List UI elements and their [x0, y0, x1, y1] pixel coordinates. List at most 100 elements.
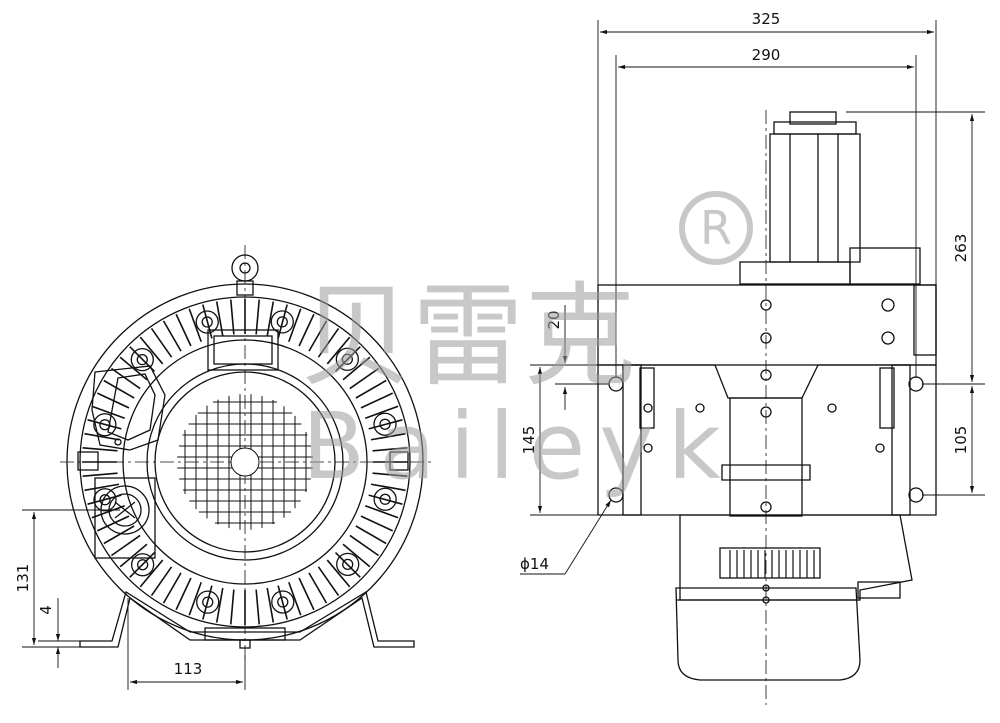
dim-113: 113	[174, 660, 203, 678]
motor-grille	[177, 394, 313, 530]
bolt-boss	[130, 348, 154, 372]
cooling-fin	[372, 446, 408, 452]
cooling-fin	[215, 587, 224, 623]
bolt-boss	[335, 347, 359, 371]
cooling-fin	[229, 589, 235, 625]
bolt-hole	[201, 316, 213, 328]
housing-bolts	[93, 310, 397, 614]
mounting-feet	[79, 590, 415, 649]
watermark: 贝雷克 Baileyk R	[300, 191, 753, 500]
dim-145: 145	[520, 426, 538, 455]
cooling-fin	[288, 582, 302, 616]
front-view	[60, 245, 435, 660]
shaft-hub	[230, 447, 260, 477]
bolt-hole	[99, 494, 111, 506]
cooling-fin	[103, 525, 135, 545]
cooling-fin	[349, 534, 379, 557]
bolt-boss	[373, 487, 397, 511]
cooling-fin	[308, 572, 328, 604]
cooling-fin	[103, 379, 135, 399]
cooling-fin	[139, 559, 164, 588]
cooling-fin	[96, 392, 130, 409]
cooling-fin	[255, 589, 261, 625]
cooling-fin	[175, 577, 192, 611]
cooling-fin	[82, 472, 118, 478]
lower-housing	[679, 514, 913, 601]
cooling-fin	[162, 320, 182, 352]
bolt-hole	[342, 558, 354, 570]
bolt-boss	[196, 590, 220, 614]
bolt-boss	[270, 310, 294, 334]
bolt-hole	[276, 316, 288, 328]
mounting-holes	[608, 298, 924, 604]
center-column	[721, 397, 811, 517]
side-dimensions	[520, 20, 985, 575]
cooling-fin	[229, 299, 235, 335]
bolt-hole	[341, 353, 353, 365]
dim-hole-diameter: ϕ14	[520, 555, 549, 573]
cooling-fin	[355, 379, 387, 399]
cooling-fin	[342, 543, 371, 568]
cooling-fin	[370, 432, 406, 441]
cooling-fin	[298, 577, 315, 611]
cooling-fin	[342, 356, 371, 381]
front-dimensions	[22, 509, 246, 690]
cooling-fin	[84, 432, 120, 441]
bolt-boss	[373, 412, 397, 436]
cooling-fin	[188, 308, 202, 342]
dim-4: 4	[37, 605, 55, 615]
registered-letter: R	[700, 201, 732, 255]
bolt-hole	[202, 596, 214, 608]
bolt-boss	[271, 590, 295, 614]
cooling-fin	[349, 367, 379, 390]
cooling-fin	[365, 405, 399, 419]
cooling-fin	[162, 572, 182, 604]
cooling-fin	[326, 336, 351, 365]
bolt-boss	[336, 552, 360, 576]
registered-icon	[679, 191, 753, 265]
bolt-boss	[195, 310, 219, 334]
watermark-cn: 贝雷克	[300, 272, 636, 402]
dim-263: 263	[952, 234, 970, 263]
bolt-boss	[93, 413, 117, 437]
end-cap	[675, 587, 861, 681]
motor-body	[739, 111, 921, 285]
cooling-fin	[91, 505, 125, 519]
cooling-fin	[370, 483, 406, 492]
cooling-fin	[255, 299, 261, 335]
cooling-fin	[111, 367, 141, 390]
top-plate	[597, 284, 937, 366]
bolt-hole	[379, 493, 391, 505]
dim-325: 325	[752, 10, 781, 28]
side-view	[597, 110, 937, 705]
bolt-hole	[136, 354, 148, 366]
bolt-hole	[277, 596, 289, 608]
dim-290: 290	[752, 46, 781, 64]
cooling-fin	[188, 582, 202, 616]
bolt-boss	[93, 488, 117, 512]
cooling-fin	[372, 472, 408, 478]
side-cover	[91, 365, 166, 451]
dim-20: 20	[545, 310, 563, 329]
cooling-fin	[82, 446, 118, 452]
cooling-fin	[308, 320, 328, 352]
cooling-fin	[119, 543, 148, 568]
dim-131: 131	[14, 564, 32, 593]
cooling-fin	[298, 313, 315, 347]
cooling-fin	[84, 483, 120, 492]
cooling-fin	[317, 328, 340, 358]
lifting-eye	[231, 254, 259, 296]
cooling-fin	[150, 566, 173, 596]
bolt-hole	[137, 559, 149, 571]
cooling-fin	[365, 505, 399, 519]
cooling-fin	[355, 525, 387, 545]
watermark-en: Baileyk	[302, 393, 735, 500]
fan-housing	[66, 283, 424, 641]
cooling-fin	[317, 566, 340, 596]
cooling-fin	[288, 308, 302, 342]
cooling-fin	[360, 515, 394, 532]
dim-105: 105	[952, 426, 970, 455]
cooling-fin	[119, 356, 148, 381]
terminal-box	[207, 329, 279, 371]
